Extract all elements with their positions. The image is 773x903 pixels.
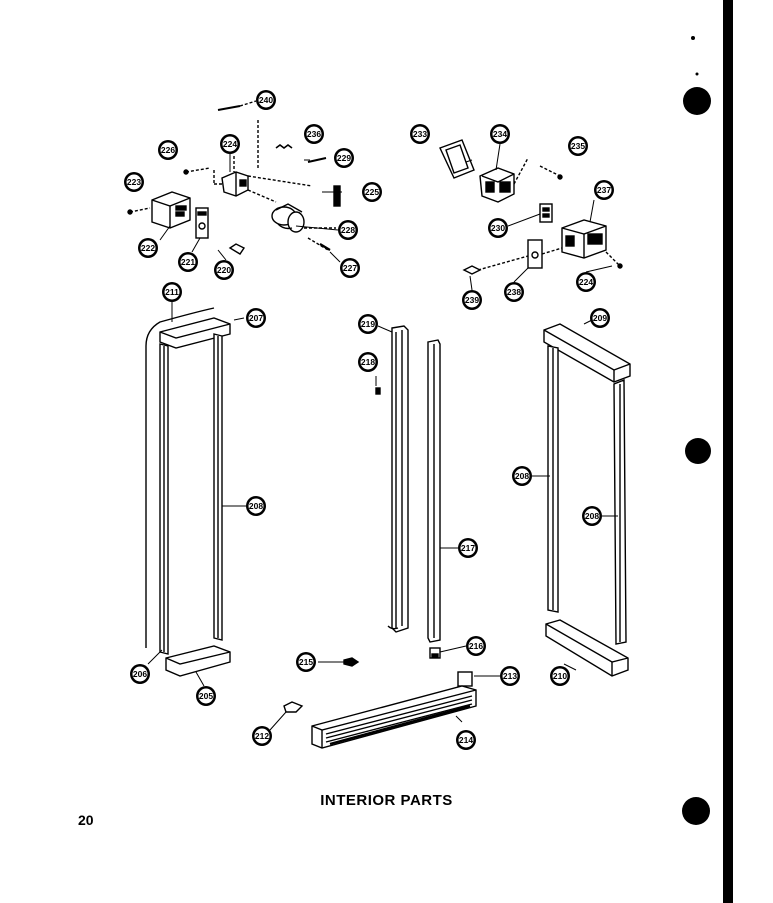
callout-222: 222 xyxy=(138,238,158,258)
svg-text:209: 209 xyxy=(593,313,607,323)
callout-230: 230 xyxy=(488,218,508,238)
callout-221: 221 xyxy=(178,252,198,272)
svg-text:222: 222 xyxy=(141,243,155,253)
callout-226: 226 xyxy=(158,140,178,160)
center-mullion-strips xyxy=(283,325,477,749)
callout-208-center: 208 xyxy=(512,466,532,486)
callout-235: 235 xyxy=(568,136,588,156)
svg-text:225: 225 xyxy=(365,187,379,197)
callout-224: 224 xyxy=(220,134,240,154)
callout-219: 219 xyxy=(358,314,378,334)
callout-240: 240 xyxy=(256,90,276,110)
left-control-assembly xyxy=(127,100,341,255)
svg-text:227: 227 xyxy=(343,263,357,273)
callout-225: 225 xyxy=(362,182,382,202)
callout-208-left: 208 xyxy=(246,496,266,516)
callout-212: 212 xyxy=(252,726,272,746)
page-edge-bar xyxy=(723,0,733,903)
callout-239: 239 xyxy=(462,290,482,310)
svg-text:233: 233 xyxy=(413,129,427,139)
svg-text:217: 217 xyxy=(461,543,475,553)
svg-text:210: 210 xyxy=(553,671,567,681)
svg-text:239: 239 xyxy=(465,295,479,305)
callout-bubbles: 240 226 224 236 229 223 225 222 228 221 … xyxy=(124,90,614,750)
svg-text:205: 205 xyxy=(199,691,213,701)
svg-text:208: 208 xyxy=(585,511,599,521)
svg-text:235: 235 xyxy=(571,141,585,151)
svg-text:229: 229 xyxy=(337,153,351,163)
right-liner-frame xyxy=(543,323,631,677)
svg-text:214: 214 xyxy=(459,735,473,745)
callout-228: 228 xyxy=(338,220,358,240)
svg-text:240: 240 xyxy=(259,95,273,105)
leader-lines xyxy=(147,143,618,731)
svg-text:237: 237 xyxy=(597,185,611,195)
svg-text:208: 208 xyxy=(249,501,263,511)
left-liner-frame xyxy=(145,307,231,677)
svg-text:215: 215 xyxy=(299,657,313,667)
svg-text:207: 207 xyxy=(249,313,263,323)
binding-hole-middle xyxy=(685,438,711,464)
svg-text:211: 211 xyxy=(165,287,179,297)
speck xyxy=(691,36,695,40)
svg-text:213: 213 xyxy=(503,671,517,681)
svg-text:212: 212 xyxy=(255,731,269,741)
svg-text:228: 228 xyxy=(341,225,355,235)
svg-text:226: 226 xyxy=(161,145,175,155)
callout-215: 215 xyxy=(296,652,316,672)
callout-211: 211 xyxy=(162,282,182,302)
callout-210: 210 xyxy=(550,666,570,686)
callout-236: 236 xyxy=(304,124,324,144)
svg-text:208: 208 xyxy=(515,471,529,481)
svg-text:234: 234 xyxy=(493,129,507,139)
callout-237: 237 xyxy=(594,180,614,200)
callout-214: 214 xyxy=(456,730,476,750)
page-title: INTERIOR PARTS xyxy=(320,792,453,809)
svg-text:220: 220 xyxy=(217,265,231,275)
right-control-assembly xyxy=(439,139,623,275)
svg-text:206: 206 xyxy=(133,669,147,679)
svg-text:238: 238 xyxy=(507,287,521,297)
callout-217: 217 xyxy=(458,538,478,558)
callout-208-right: 208 xyxy=(582,506,602,526)
callout-233: 233 xyxy=(410,124,430,144)
callout-218: 218 xyxy=(358,352,378,372)
callout-206: 206 xyxy=(130,664,150,684)
page-number: 20 xyxy=(78,812,94,828)
svg-text:219: 219 xyxy=(361,319,375,329)
callout-216: 216 xyxy=(466,636,486,656)
svg-text:218: 218 xyxy=(361,357,375,367)
callout-223: 223 xyxy=(124,172,144,192)
svg-text:230: 230 xyxy=(491,223,505,233)
svg-text:224: 224 xyxy=(579,277,593,287)
callout-220: 220 xyxy=(214,260,234,280)
binding-hole-top xyxy=(683,87,711,115)
callout-209: 209 xyxy=(590,308,610,328)
callout-205: 205 xyxy=(196,686,216,706)
speck xyxy=(695,72,699,76)
svg-text:221: 221 xyxy=(181,257,195,267)
callout-238: 238 xyxy=(504,282,524,302)
svg-text:236: 236 xyxy=(307,129,321,139)
callout-224-right: 224 xyxy=(576,272,596,292)
svg-text:223: 223 xyxy=(127,177,141,187)
callout-207: 207 xyxy=(246,308,266,328)
svg-text:224: 224 xyxy=(223,139,237,149)
svg-text:216: 216 xyxy=(469,641,483,651)
callout-234: 234 xyxy=(490,124,510,144)
binding-hole-bottom xyxy=(682,797,710,825)
callout-229: 229 xyxy=(334,148,354,168)
callout-227: 227 xyxy=(340,258,360,278)
callout-213: 213 xyxy=(500,666,520,686)
